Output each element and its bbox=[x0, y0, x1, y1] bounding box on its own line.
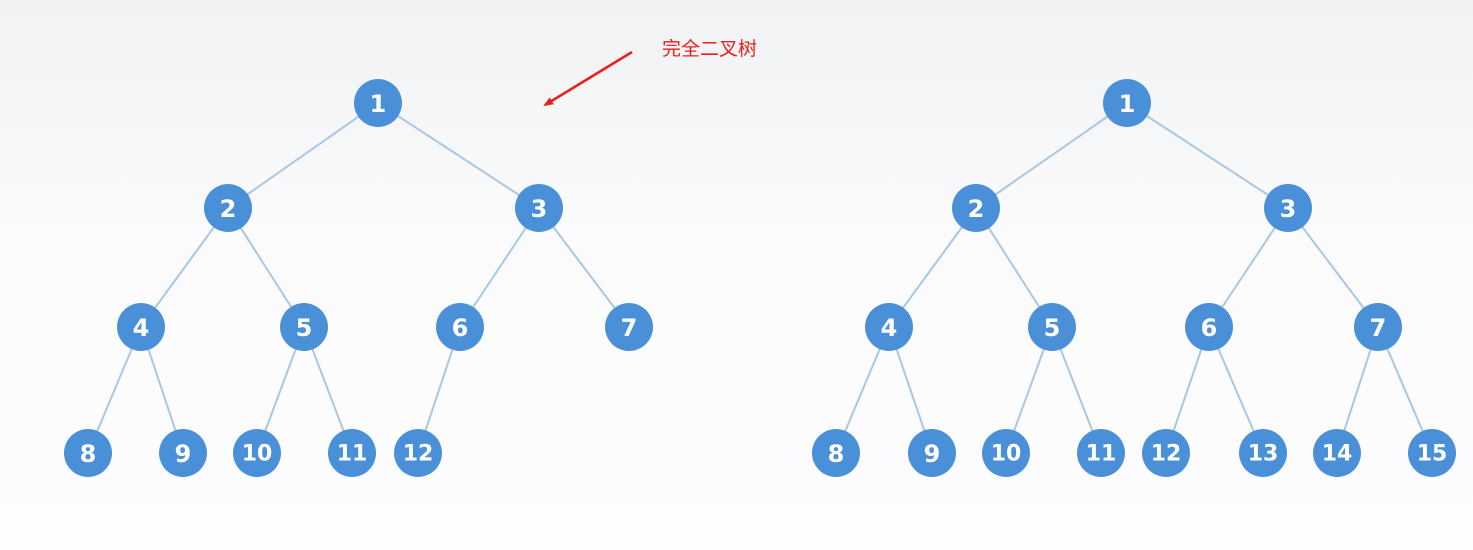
edge-1-2 bbox=[227, 102, 379, 209]
node-3: 3 bbox=[1264, 184, 1312, 232]
node-circle bbox=[1313, 429, 1361, 477]
node-label: 8 bbox=[80, 440, 97, 468]
edge-2-4 bbox=[140, 207, 229, 328]
node-label: 15 bbox=[1417, 442, 1448, 467]
node-5: 5 bbox=[280, 303, 328, 351]
node-circle bbox=[812, 429, 860, 477]
node-11: 11 bbox=[328, 429, 376, 477]
annotation-arrow bbox=[543, 50, 633, 107]
node-circle bbox=[280, 303, 328, 351]
node-circle bbox=[605, 303, 653, 351]
node-label: 5 bbox=[296, 314, 313, 342]
node-12: 12 bbox=[1142, 429, 1190, 477]
node-label: 4 bbox=[881, 314, 898, 342]
node-circle bbox=[64, 429, 112, 477]
node-label: 11 bbox=[1086, 442, 1117, 467]
node-circle bbox=[436, 303, 484, 351]
node-label: 2 bbox=[220, 195, 237, 223]
node-circle bbox=[1264, 184, 1312, 232]
node-circle bbox=[1354, 303, 1402, 351]
node-label: 3 bbox=[531, 195, 548, 223]
node-circle bbox=[354, 79, 402, 127]
annotation-label: 完全二叉树 bbox=[662, 38, 758, 60]
node-8: 8 bbox=[812, 429, 860, 477]
edge-1-3 bbox=[377, 102, 540, 209]
node-label: 14 bbox=[1322, 442, 1353, 467]
edge-1-2 bbox=[975, 102, 1128, 209]
node-2: 2 bbox=[204, 184, 252, 232]
node-circle bbox=[1408, 429, 1456, 477]
node-4: 4 bbox=[117, 303, 165, 351]
edge-1-3 bbox=[1126, 102, 1289, 209]
node-label: 8 bbox=[828, 440, 845, 468]
node-label: 12 bbox=[403, 442, 434, 467]
node-label: 4 bbox=[133, 314, 150, 342]
node-label: 10 bbox=[242, 442, 273, 467]
node-circle bbox=[1103, 79, 1151, 127]
node-4: 4 bbox=[865, 303, 913, 351]
node-circle bbox=[233, 429, 281, 477]
node-8: 8 bbox=[64, 429, 112, 477]
node-label: 7 bbox=[1370, 314, 1387, 342]
node-9: 9 bbox=[159, 429, 207, 477]
edge-2-4 bbox=[888, 207, 977, 328]
node-circle bbox=[1142, 429, 1190, 477]
node-5: 5 bbox=[1028, 303, 1076, 351]
node-label: 9 bbox=[175, 440, 192, 468]
node-circle bbox=[117, 303, 165, 351]
node-15: 15 bbox=[1408, 429, 1456, 477]
node-label: 1 bbox=[370, 90, 387, 118]
node-circle bbox=[204, 184, 252, 232]
node-1: 1 bbox=[1103, 79, 1151, 127]
node-label: 5 bbox=[1044, 314, 1061, 342]
node-label: 3 bbox=[1280, 195, 1297, 223]
node-label: 13 bbox=[1248, 442, 1279, 467]
node-7: 7 bbox=[605, 303, 653, 351]
node-label: 6 bbox=[452, 314, 469, 342]
node-11: 11 bbox=[1077, 429, 1125, 477]
node-circle bbox=[982, 429, 1030, 477]
node-circle bbox=[952, 184, 1000, 232]
node-circle bbox=[159, 429, 207, 477]
node-label: 2 bbox=[968, 195, 985, 223]
node-circle bbox=[865, 303, 913, 351]
node-circle bbox=[515, 184, 563, 232]
node-circle bbox=[908, 429, 956, 477]
node-13: 13 bbox=[1239, 429, 1287, 477]
node-label: 9 bbox=[924, 440, 941, 468]
edge-3-7 bbox=[1287, 207, 1379, 328]
node-6: 6 bbox=[1185, 303, 1233, 351]
node-label: 11 bbox=[337, 442, 368, 467]
node-3: 3 bbox=[515, 184, 563, 232]
node-circle bbox=[1077, 429, 1125, 477]
node-label: 10 bbox=[991, 442, 1022, 467]
node-6: 6 bbox=[436, 303, 484, 351]
node-circle bbox=[394, 429, 442, 477]
node-2: 2 bbox=[952, 184, 1000, 232]
node-circle bbox=[1028, 303, 1076, 351]
node-10: 10 bbox=[233, 429, 281, 477]
node-circle bbox=[1239, 429, 1287, 477]
node-label: 12 bbox=[1151, 442, 1182, 467]
node-10: 10 bbox=[982, 429, 1030, 477]
node-9: 9 bbox=[908, 429, 956, 477]
edge-3-7 bbox=[538, 207, 630, 328]
node-circle bbox=[328, 429, 376, 477]
node-14: 14 bbox=[1313, 429, 1361, 477]
node-circle bbox=[1185, 303, 1233, 351]
node-7: 7 bbox=[1354, 303, 1402, 351]
node-label: 7 bbox=[621, 314, 638, 342]
node-12: 12 bbox=[394, 429, 442, 477]
node-1: 1 bbox=[354, 79, 402, 127]
node-label: 1 bbox=[1119, 90, 1136, 118]
node-label: 6 bbox=[1201, 314, 1218, 342]
